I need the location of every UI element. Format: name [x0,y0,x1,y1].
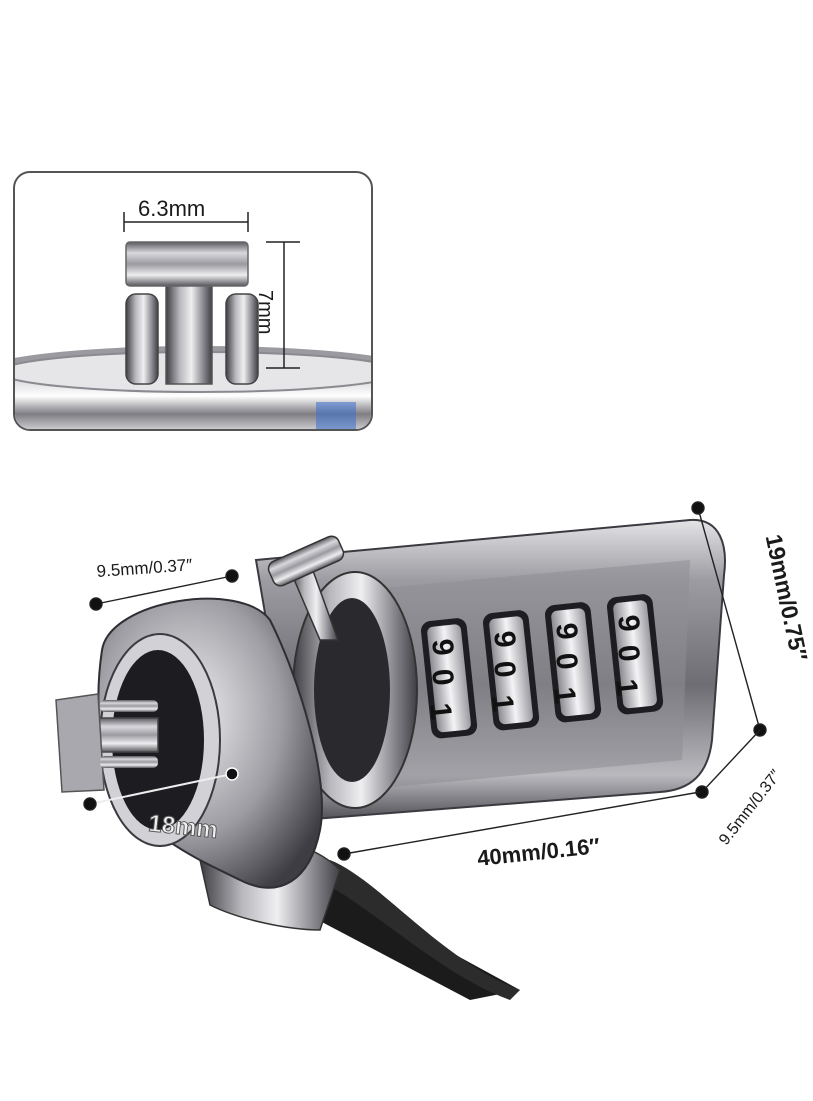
dial-3-digit-top: 9 [549,621,584,641]
dial-2[interactable] [482,609,540,731]
dial-row [420,593,664,739]
product-illustration: 9 0 1 9 0 1 9 0 1 9 0 1 [13,171,767,1000]
inset-panel [13,171,373,431]
combination-lock: 9 0 1 9 0 1 9 0 1 9 0 1 [55,518,726,1000]
dial-1-digit-top: 9 [425,637,460,657]
dial-2-digit-mid: 0 [487,659,522,679]
dial-2-digit-bot: 1 [485,693,520,713]
dial-1-digit-bot: 1 [423,701,458,721]
dial-1[interactable] [420,617,478,739]
release-button[interactable] [266,534,346,641]
dial-4[interactable] [606,593,664,715]
dial-4-digit-top: 9 [611,613,646,633]
dimension-lines [83,501,767,861]
lock-cable [280,860,520,1000]
product-image: 9 0 1 9 0 1 9 0 1 9 0 1 [13,171,813,1000]
dial-4-digit-mid: 0 [611,643,646,663]
dial-3[interactable] [544,601,602,723]
dial-2-digit-top: 9 [487,629,522,649]
key-width-label: 6.3mm [138,196,206,221]
key-height-label: 7mm [254,290,276,335]
dial-4-digit-bot: 1 [609,677,644,697]
dial-1-digit-mid: 0 [425,667,460,687]
dial-3-digit-bot: 1 [547,685,582,705]
dial-3-digit-mid: 0 [549,651,584,671]
